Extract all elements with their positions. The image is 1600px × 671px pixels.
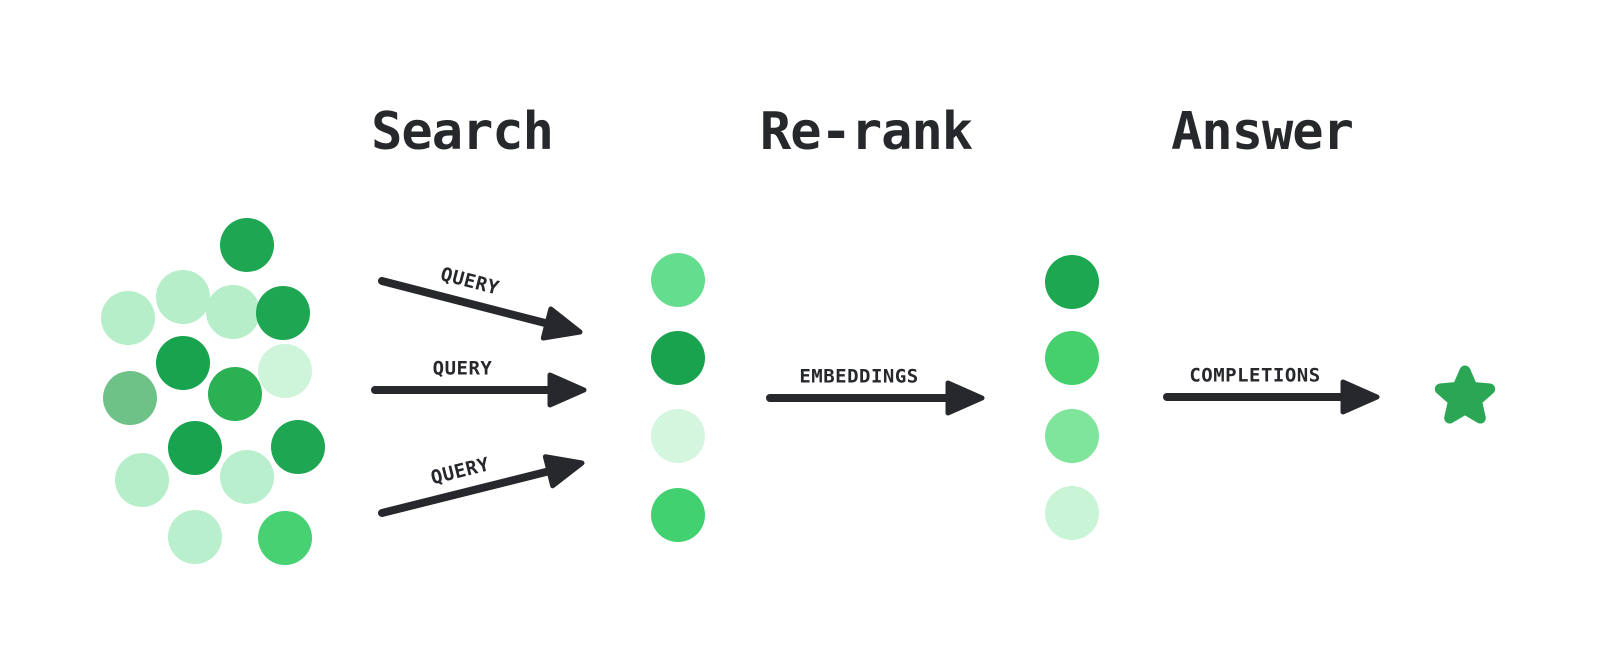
heading-rerank: Re-rank (759, 102, 973, 162)
document-dot (156, 336, 210, 390)
document-dot (168, 510, 222, 564)
document-dot (258, 344, 312, 398)
document-dot (220, 218, 274, 272)
rerank-result-dot (1045, 409, 1099, 463)
arrow-shaft (378, 277, 555, 329)
document-dot (258, 511, 312, 565)
search-result-dot (651, 331, 705, 385)
arrow-head (547, 372, 587, 408)
arrow-head (945, 380, 985, 416)
arrow-label: COMPLETIONS (1189, 365, 1320, 387)
document-dot (206, 285, 260, 339)
rerank-result-dot (1045, 255, 1099, 309)
search-result-dot (651, 409, 705, 463)
document-dot (101, 291, 155, 345)
document-dot (115, 453, 169, 507)
arrow-head (1340, 379, 1380, 415)
document-dot (208, 367, 262, 421)
rerank-result-dot (1045, 486, 1099, 540)
search-result-dot (651, 253, 705, 307)
arrow-head (542, 454, 585, 489)
document-dot (103, 371, 157, 425)
document-dot (220, 450, 274, 504)
document-dot (256, 286, 310, 340)
rerank-result-dot (1045, 331, 1099, 385)
document-dot (156, 270, 210, 324)
heading-answer: Answer (1171, 102, 1354, 162)
document-dot (168, 421, 222, 475)
heading-search: Search (371, 102, 554, 162)
search-result-dot (651, 488, 705, 542)
arrow-head (540, 306, 583, 341)
document-dot (271, 420, 325, 474)
arrow-label: EMBEDDINGS (799, 366, 918, 388)
arrow-label: QUERY (433, 358, 493, 380)
answer-star-icon (1434, 365, 1496, 424)
arrow-shaft (378, 466, 557, 517)
